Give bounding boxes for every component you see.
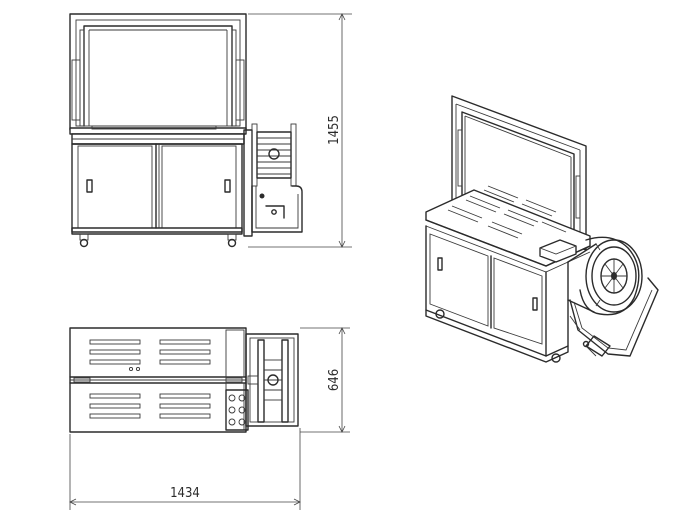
dimension-width: 1434 [69, 428, 301, 510]
front-view [69, 13, 303, 248]
dimension-depth: 646 [300, 327, 350, 433]
isometric-view [425, 95, 659, 363]
dimension-height: 1455 [248, 13, 352, 248]
dimension-width-label: 1434 [170, 486, 200, 501]
top-view [69, 327, 299, 433]
dimension-height-label: 1455 [327, 115, 342, 145]
dimension-depth-label: 646 [327, 369, 342, 391]
